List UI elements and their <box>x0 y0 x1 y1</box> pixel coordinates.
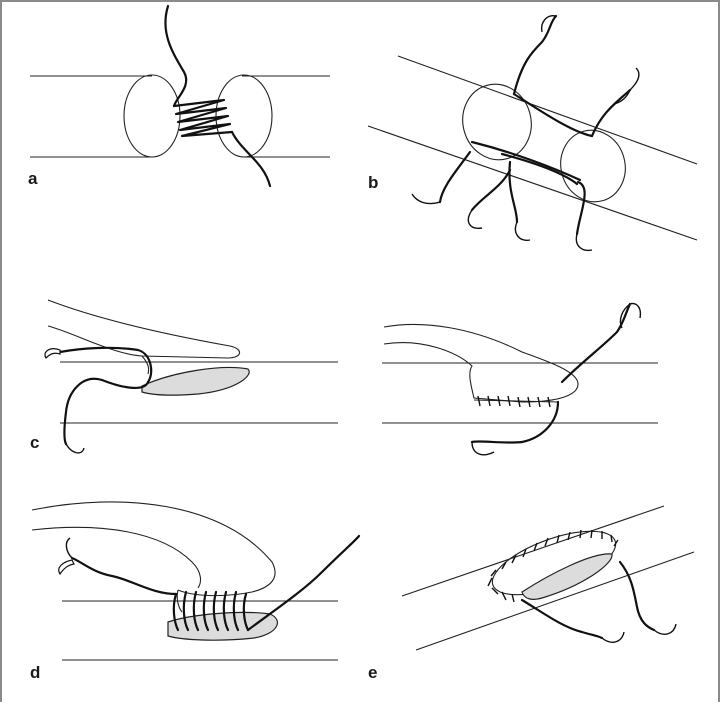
panel-d-illustration <box>32 502 359 660</box>
panel-label-c: c <box>30 434 39 451</box>
panel-a-illustration <box>30 6 330 186</box>
panel-e-illustration <box>402 506 694 650</box>
panel-c-left-illustration <box>45 300 338 453</box>
panel-label-b: b <box>368 174 378 191</box>
panel-label-e: e <box>368 664 377 681</box>
panel-label-a: a <box>28 170 37 187</box>
panel-c-right-illustration <box>382 304 658 455</box>
panel-label-d: d <box>30 664 40 681</box>
panel-b-illustration <box>368 16 697 251</box>
